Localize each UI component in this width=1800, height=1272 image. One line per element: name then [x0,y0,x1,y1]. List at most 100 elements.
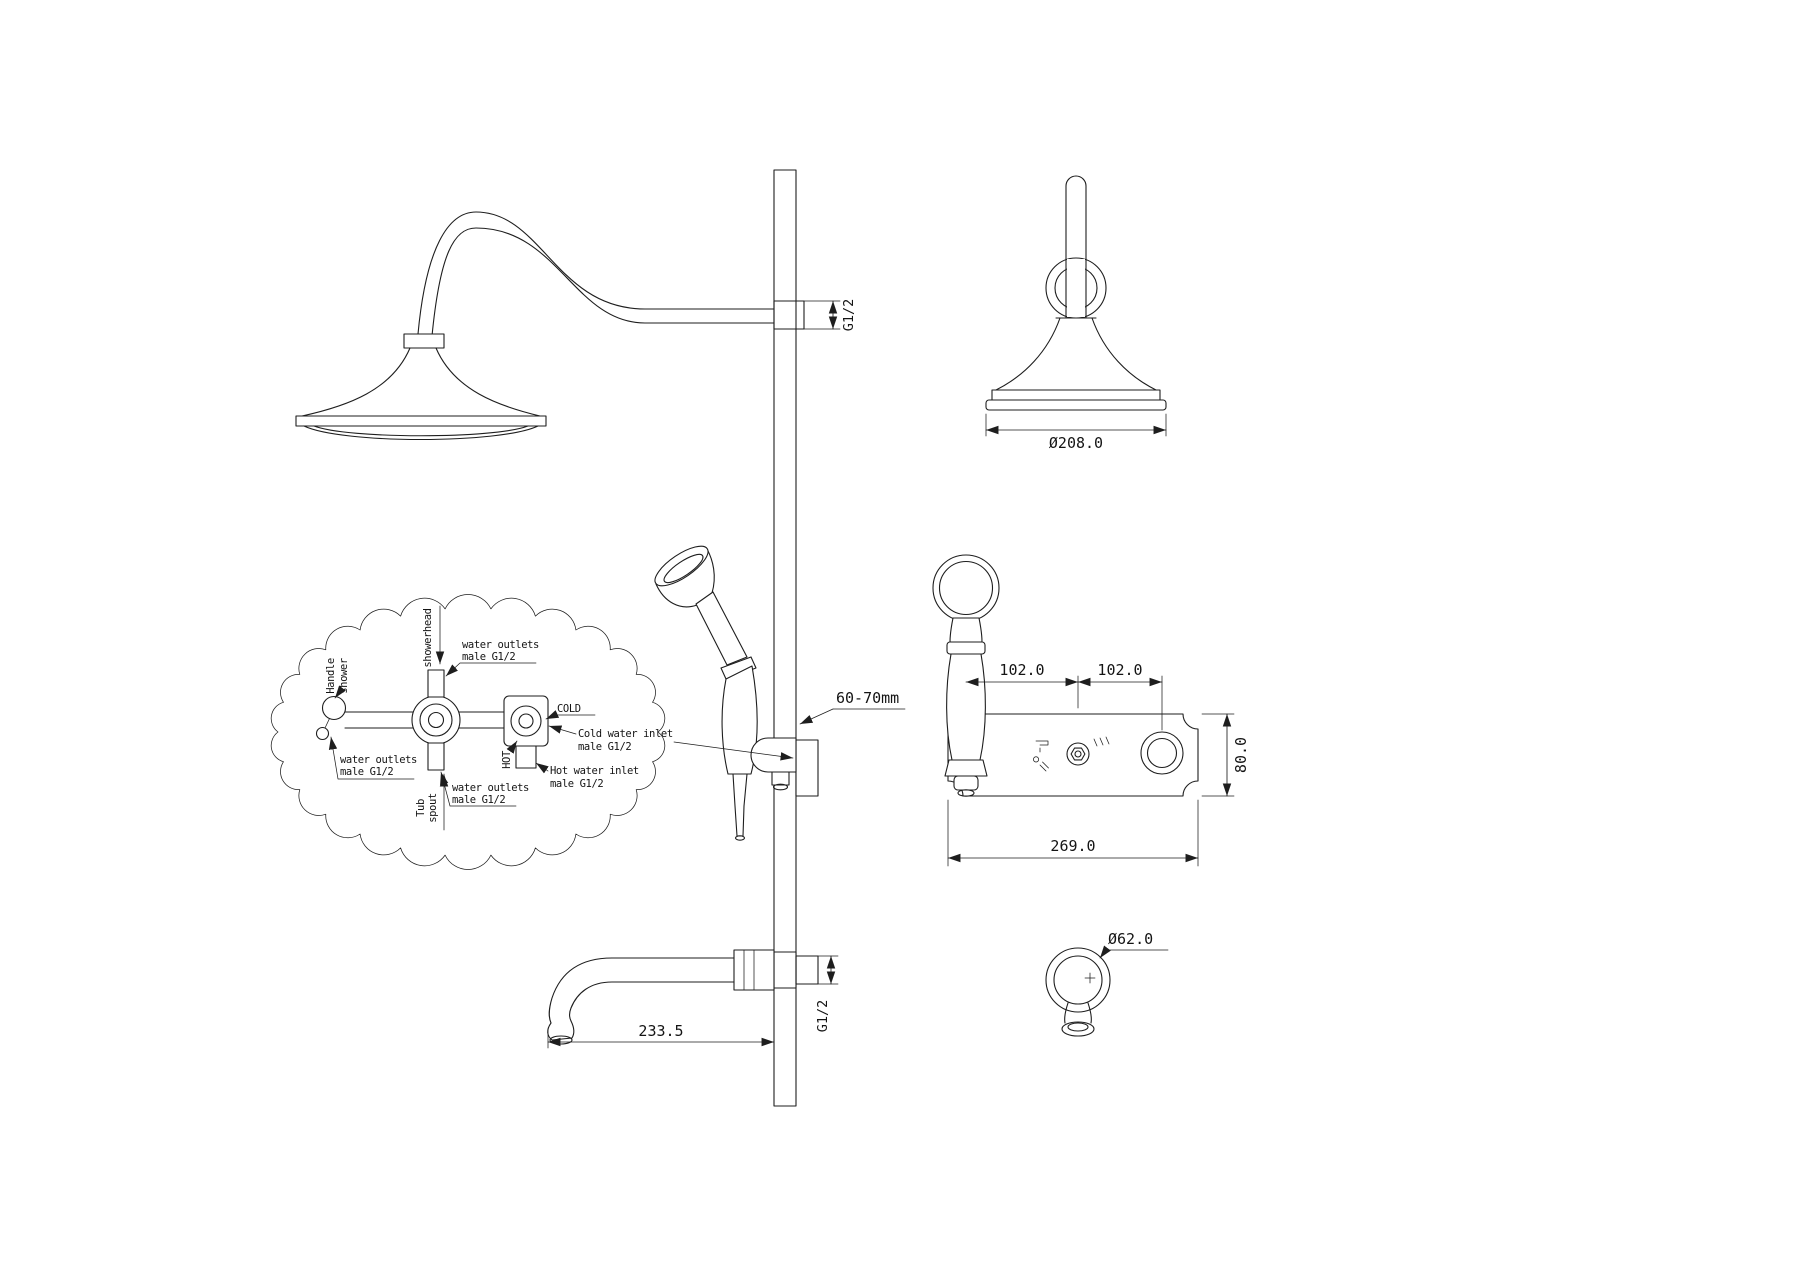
bell-right [435,347,541,417]
wall-supply-elbow [750,737,819,797]
valve-hot-port [515,745,537,769]
shower-head-front [985,175,1167,411]
dim-arm-thread: G1/2 [803,299,857,332]
outlet-cap [772,783,789,791]
spout-wall-thread [795,955,819,985]
arm-inner-line [431,227,775,337]
label-handle-shower-2: shower [338,658,350,694]
plate-height-label: 80.0 [1232,737,1250,773]
front-bell-right [1091,317,1157,391]
valve-bottom-outlet [427,742,445,771]
label-cold-inlet-1: Cold water inlet [578,728,673,740]
cup-mouth [654,545,709,587]
volume-handle [1140,731,1184,775]
label-outlet-bottom-1: water outlets [452,782,529,794]
handshower-grip [721,665,758,775]
wall-section [773,169,797,1107]
arm-wall-thread [773,300,805,330]
shower-head-side [295,333,547,441]
handshower-neck [695,591,748,666]
spout-pipe [611,957,735,983]
front-hs-tip [953,775,979,791]
valve-center-body [411,695,461,745]
callout-reference-leader [673,741,794,761]
handle-lever-sides [1064,1002,1092,1024]
dim-plate-spans: 102.0 102.0 [965,661,1163,731]
front-bell-flange [985,399,1167,411]
handshower-tail [732,773,748,837]
tub-spout-icon [1035,740,1049,753]
plate-outline [947,713,1199,797]
dim-wall-depth: 60-70mm [799,689,906,725]
callout-labels: showerhead Handle shower water outlets m… [325,605,673,831]
front-bell-rim [991,389,1161,401]
wall-depth-label: 60-70mm [836,689,899,707]
label-hot-inlet-2: male G1/2 [550,778,603,790]
front-hs-grip [946,653,986,761]
handle-inner [1053,955,1103,1005]
spout-wall-pass [773,951,797,989]
label-tub-spout-1: Tub [415,799,427,817]
span-right-label: 102.0 [1097,661,1142,679]
valve-plate-front [947,713,1199,797]
spout-thread-label: G1/2 [815,1000,831,1033]
label-outlet-left-1: water outlets [340,754,417,766]
diverter-knob [1066,742,1090,766]
tail-cap [734,835,746,841]
bell-bottom [303,425,539,441]
in-wall-body [795,739,819,797]
span-left-label: 102.0 [999,661,1044,679]
tub-spout-side [547,949,819,1045]
valve-left-knob [315,726,330,741]
front-hs-flare [944,759,988,777]
diverter-hex [1070,747,1086,761]
handle-front [1045,947,1111,1037]
label-outlet-left-2: male G1/2 [340,766,393,778]
callout-cloud [270,594,666,870]
front-hs-cap [957,789,975,797]
front-bell-left [995,317,1061,391]
label-outlet-bottom-2: male G1/2 [452,794,505,806]
cup-face [663,553,704,584]
valve-top-outlet [427,669,445,698]
front-hs-head [932,554,1000,622]
handshower-ring [720,656,757,680]
label-tub-spout-2: spout [427,793,439,823]
valve-detail [315,669,549,771]
spout-length-label: 233.5 [638,1022,683,1040]
dim-spout-thread: G1/2 [815,955,839,1033]
arm-outer-line [417,211,775,335]
wall [773,169,797,1107]
handle-outer [1045,947,1111,1013]
spout-curve-inner [568,981,613,1022]
label-handle-shower-1: Handle [325,658,337,694]
front-hs-neck [949,617,983,643]
head-collar [403,333,445,349]
handle-lever-base [1061,1021,1095,1037]
callout: showerhead Handle shower water outlets m… [270,594,794,870]
front-pipe [1065,175,1087,317]
label-outlet-top-2: male G1/2 [462,651,515,663]
arm-thread-label: G1/2 [841,299,857,332]
handshower-icon [1033,756,1049,772]
label-outlet-top-1: water outlets [462,639,539,651]
dim-head-diameter: Ø208.0 [985,413,1167,452]
head-diameter-label: Ø208.0 [1049,434,1103,452]
dim-plate-width: 269.0 [947,799,1199,867]
label-showerhead: showerhead [422,608,434,667]
front-hs-ring [946,641,986,655]
spray-icon [1093,736,1110,747]
handshower-side [654,545,758,841]
label-cold: COLD [557,703,581,715]
valve-left-handle [321,695,347,721]
dim-plate-height: 80.0 [1201,713,1250,797]
label-hot-inlet-1: Hot water inlet [550,765,639,777]
dim-spout-length: 233.5 [547,991,775,1049]
dim-handle-diameter: Ø62.0 [1099,930,1169,959]
bell-bottom-inner [313,425,529,437]
spout-curve-outer [548,957,613,1024]
label-hot: HOT [501,750,513,769]
bell-left [301,347,411,417]
